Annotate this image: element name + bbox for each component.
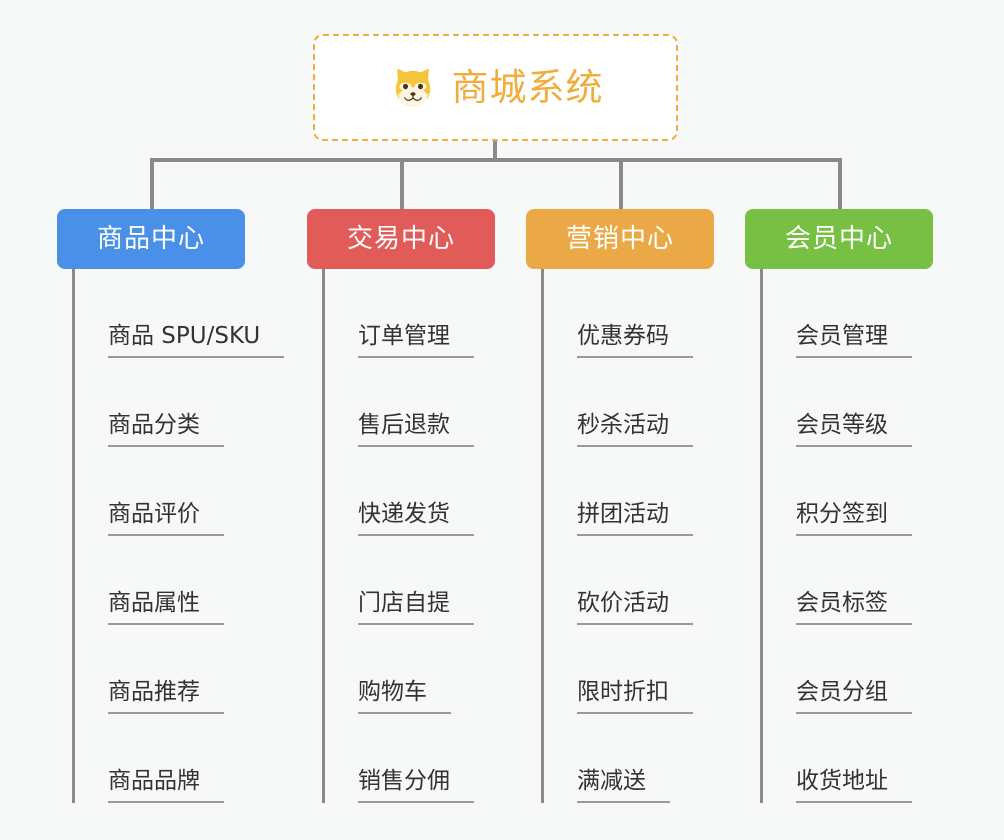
branch-header-product[interactable]: 商品中心 (57, 209, 245, 269)
leaf-label: 收货地址 (796, 767, 888, 794)
connector-root-stem (493, 141, 497, 162)
branch-column-marketing: 营销中心 优惠券码 秒杀活动 拼团活动 砍价活动 限时折扣 满减送 (526, 209, 714, 803)
list-item[interactable]: 会员分组 (763, 625, 933, 714)
branch-header-marketing[interactable]: 营销中心 (526, 209, 714, 269)
list-item[interactable]: 优惠券码 (544, 269, 714, 358)
branch-items-trade: 订单管理 售后退款 快递发货 门店自提 购物车 销售分佣 (322, 269, 495, 803)
leaf-label: 会员管理 (796, 322, 888, 349)
leaf-label: 会员标签 (796, 589, 888, 616)
leaf-label: 积分签到 (796, 500, 888, 527)
list-item[interactable]: 商品分类 (75, 358, 284, 447)
leaf-label: 砍价活动 (577, 589, 669, 616)
list-item[interactable]: 门店自提 (325, 536, 495, 625)
branch-items-product: 商品 SPU/SKU 商品分类 商品评价 商品属性 商品推荐 商品品牌 (72, 269, 285, 803)
leaf-label: 商品评价 (108, 500, 200, 527)
root-title: 商城系统 (451, 66, 604, 109)
branch-header-trade[interactable]: 交易中心 (307, 209, 495, 269)
leaf-label: 满减送 (577, 767, 646, 794)
leaf-label: 限时折扣 (577, 678, 669, 705)
branch-header-label: 交易中心 (346, 224, 455, 254)
branch-column-member: 会员中心 会员管理 会员等级 积分签到 会员标签 会员分组 收货地址 (745, 209, 933, 803)
branch-header-label: 会员中心 (784, 224, 893, 254)
list-item[interactable]: 满减送 (544, 714, 714, 803)
leaf-label: 商品分类 (108, 411, 200, 438)
branch-items-marketing: 优惠券码 秒杀活动 拼团活动 砍价活动 限时折扣 满减送 (541, 269, 714, 803)
branch-column-product: 商品中心 商品 SPU/SKU 商品分类 商品评价 商品属性 商品推荐 商品品牌 (57, 209, 285, 803)
leaf-label: 商品推荐 (108, 678, 200, 705)
root-node[interactable]: 商城系统 (313, 34, 678, 141)
leaf-label: 销售分佣 (358, 767, 450, 794)
leaf-label: 商品属性 (108, 589, 200, 616)
branch-header-label: 营销中心 (565, 224, 674, 254)
connector-drop-1 (150, 158, 154, 211)
leaf-label: 快递发货 (358, 500, 450, 527)
leaf-label: 门店自提 (358, 589, 450, 616)
list-item[interactable]: 商品推荐 (75, 625, 284, 714)
list-item[interactable]: 会员等级 (763, 358, 933, 447)
leaf-label: 会员等级 (796, 411, 888, 438)
leaf-label: 商品品牌 (108, 767, 200, 794)
list-item[interactable]: 商品属性 (75, 536, 284, 625)
list-item[interactable]: 收货地址 (763, 714, 933, 803)
connector-horizontal-bus (150, 158, 842, 162)
list-item[interactable]: 快递发货 (325, 447, 495, 536)
connector-drop-4 (838, 158, 842, 211)
list-item[interactable]: 购物车 (325, 625, 495, 714)
shiba-dog-face-icon (395, 68, 430, 107)
list-item[interactable]: 商品 SPU/SKU (75, 269, 285, 358)
leaf-label: 优惠券码 (577, 322, 669, 349)
list-item[interactable]: 订单管理 (325, 269, 495, 358)
list-item[interactable]: 商品品牌 (75, 714, 284, 803)
branch-items-member: 会员管理 会员等级 积分签到 会员标签 会员分组 收货地址 (760, 269, 933, 803)
leaf-label: 秒杀活动 (577, 411, 669, 438)
leaf-label: 购物车 (358, 678, 427, 705)
leaf-label: 订单管理 (358, 322, 450, 349)
list-item[interactable]: 砍价活动 (544, 536, 714, 625)
leaf-label: 商品 SPU/SKU (108, 322, 261, 349)
branch-column-trade: 交易中心 订单管理 售后退款 快递发货 门店自提 购物车 销售分佣 (307, 209, 495, 803)
list-item[interactable]: 限时折扣 (544, 625, 714, 714)
list-item[interactable]: 销售分佣 (325, 714, 495, 803)
leaf-label: 售后退款 (358, 411, 450, 438)
leaf-label: 会员分组 (796, 678, 888, 705)
connector-drop-3 (619, 158, 623, 211)
list-item[interactable]: 商品评价 (75, 447, 284, 536)
list-item[interactable]: 秒杀活动 (544, 358, 714, 447)
branch-header-label: 商品中心 (96, 224, 205, 254)
list-item[interactable]: 拼团活动 (544, 447, 714, 536)
list-item[interactable]: 积分签到 (763, 447, 933, 536)
list-item[interactable]: 售后退款 (325, 358, 495, 447)
connector-drop-2 (400, 158, 404, 211)
branch-header-member[interactable]: 会员中心 (745, 209, 933, 269)
list-item[interactable]: 会员标签 (763, 536, 933, 625)
list-item[interactable]: 会员管理 (763, 269, 933, 358)
leaf-label: 拼团活动 (577, 500, 669, 527)
